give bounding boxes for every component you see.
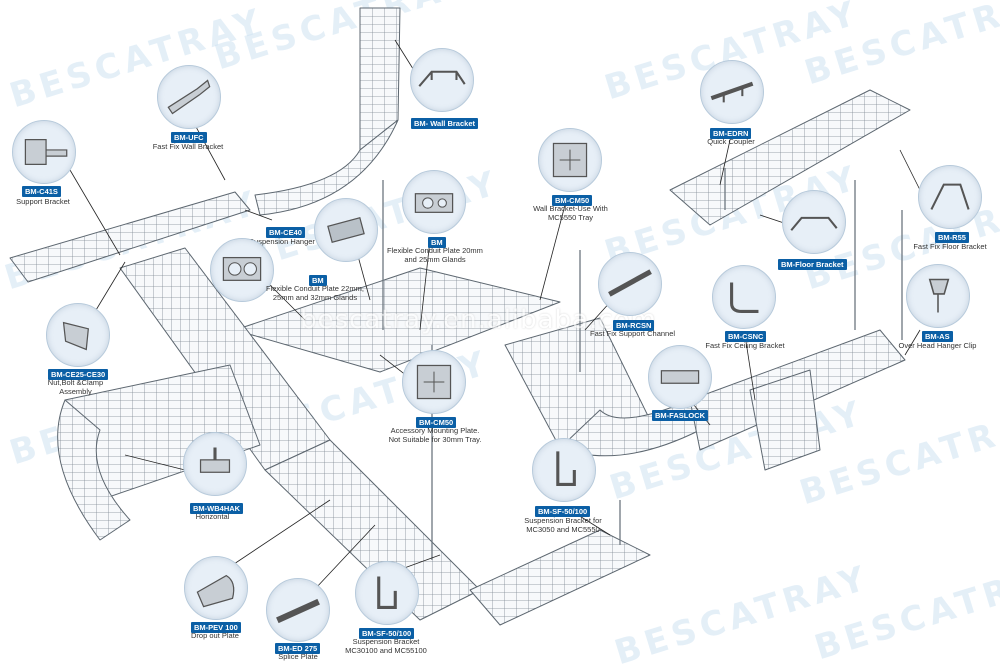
part-code-bm-edrn: BM-EDRN [710,128,752,139]
part-code-bm-ce40: BM-CE40 [266,227,305,238]
part-code-bm-wb4hak: BM-WB4HAK [190,503,244,514]
tray-segment [469,529,651,626]
part-desc-bm-sf-50-100: Suspension Bracket MC30100 and MC55100 [345,637,427,655]
part-code-bm-r55: BM-R55 [935,232,969,243]
part-code-bm-ufc: BM-UFC [171,132,207,143]
part-code-bm-csnc: BM-CSNC [725,331,767,342]
support-bracket-icon [12,120,76,184]
part-desc-bm-ce25-ce30: Nut,Bolt &Clamp Assembly [47,378,104,396]
part-desc-bm-sf-50-100: Suspension Bracket for MC3050 and MC5550 [524,516,602,534]
hanger-clip-icon [906,264,970,328]
center-watermark: bescatray.en.alibaba.com [300,305,657,335]
wall-bracket-icon [410,48,474,112]
conduit-plate-icon [314,198,378,262]
tray-segment [749,369,821,471]
part-desc-bm-wb4hak: Horizontal [195,512,230,521]
part-code-bm-pev-100: BM-PEV 100 [191,622,241,633]
part-code-bm-sf-50-100: BM-SF-50/100 [359,628,415,639]
tray-bend [254,119,399,216]
horizontal-bracket-icon [183,432,247,496]
part-desc-bm-rcsn: Fast Fix Support Channel [590,329,676,338]
suspension-bracket-icon [355,561,419,625]
part-code-bm-cm50: BM-CM50 [552,195,593,206]
part-desc-bm: Flexible Conduit Plate 20mm and 25mm Gla… [387,246,483,264]
part-desc-bm-c41s: Support Bracket [16,197,70,206]
tray-segment [669,89,911,226]
part-code-bm: BM [309,275,327,286]
drop-out-plate-icon [184,556,248,620]
conduit-plate-icon [402,170,466,234]
part-desc-bm-csnc: Fast Fix Ceiling Bracket [705,341,785,350]
part-desc-bm: Flexible Conduit Plate 22mm, 25mm and 32… [266,284,364,302]
part-code-bm-as: BM-AS [922,331,953,342]
conduit-plate-icon [210,238,274,302]
part-desc-bm-pev-100: Drop out Plate [191,631,239,640]
part-desc-bm-ed-275: Splice Plate [278,652,318,661]
part-code-bm-rcsn: BM-RCSN [613,320,655,331]
faslock-icon [648,345,712,409]
floor-bracket-icon [782,190,846,254]
ceiling-bracket-icon [712,265,776,329]
part-code-bm: BM [428,237,446,248]
part-code-bm-wall-bracket: BM- Wall Bracket [411,118,478,129]
splice-plate-icon [266,578,330,642]
part-desc-bm-r55: Fast Fix Floor Bracket [913,242,987,251]
part-code-bm-floor-bracket: BM-Floor Bracket [778,259,847,270]
mounting-plate-icon [402,350,466,414]
wall-bracket-icon [157,65,221,129]
part-desc-bm-as: Over Head Hanger Clip [898,341,977,350]
clamp-assembly-icon [46,303,110,367]
support-channel-icon [598,252,662,316]
part-desc-bm-edrn: Quick Coupler [707,137,755,146]
part-code-bm-ed-275: BM-ED 275 [275,643,321,654]
part-code-bm-faslock: BM-FASLOCK [652,410,708,421]
tray-segment [9,191,251,283]
part-code-bm-sf-50-100: BM-SF-50/100 [535,506,591,517]
part-desc-bm-ce40: Suspension Hanger [249,237,315,246]
part-desc-bm-ufc: Fast Fix Wall Bracket [152,142,224,151]
tray-segment [234,267,561,373]
part-desc-bm-cm50: Accessory Mounting Plate. Not Suitable f… [388,426,482,444]
tray-bend [57,399,131,541]
suspension-bracket-icon [532,438,596,502]
part-code-bm-cm50: BM-CM50 [416,417,457,428]
quick-coupler-icon [700,60,764,124]
floor-bracket-icon [918,165,982,229]
part-code-bm-c41s: BM-C41S [22,186,61,197]
part-code-bm-ce25-ce30: BM-CE25-CE30 [48,369,109,380]
mounting-plate-icon [538,128,602,192]
part-desc-bm-cm50: Wall Bracket-Use With MC5550 Tray [533,204,608,222]
